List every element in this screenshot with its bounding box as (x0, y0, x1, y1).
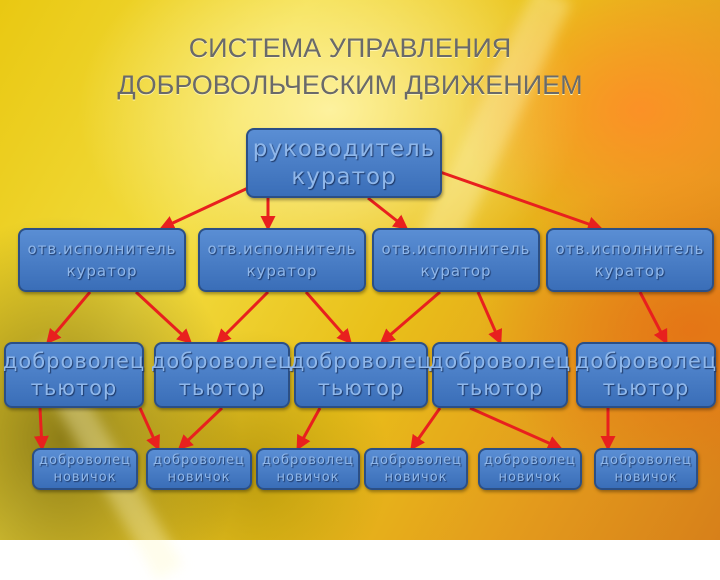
arrow (46, 291, 92, 345)
node-subrole: новичок (614, 470, 678, 485)
node-role: доброволец (262, 453, 354, 468)
node-subrole: новичок (276, 470, 340, 485)
arrow (469, 406, 563, 450)
arrow (177, 406, 224, 451)
arrow (138, 407, 160, 451)
node-newcomer-4: доброволец новичок (364, 448, 468, 490)
node-subrole: куратор (420, 262, 492, 280)
node-role: доброволец (153, 453, 245, 468)
node-tutor-5: доброволец тьютор (574, 342, 718, 408)
node-subrole: тьютор (456, 376, 544, 400)
connector-arrows (33, 170, 668, 451)
arrow (379, 290, 441, 344)
node-subrole: тьютор (30, 376, 118, 400)
node-tutor-4: доброволец тьютор (428, 342, 572, 408)
node-role: доброволец (484, 453, 576, 468)
node-subrole: куратор (594, 262, 666, 280)
arrow (159, 186, 249, 230)
node-newcomer-3: доброволец новичок (256, 448, 360, 490)
node-executive-4: отв.исполнитель куратор (546, 228, 714, 292)
arrow (476, 291, 503, 345)
arrow (296, 407, 322, 451)
node-executive-2: отв.исполнитель куратор (198, 228, 366, 292)
node-executive-1: отв.исполнитель куратор (18, 228, 186, 292)
node-subrole: тьютор (602, 376, 690, 400)
node-role: доброволец (150, 349, 294, 373)
node-newcomer-6: доброволец новичок (594, 448, 698, 490)
node-subrole: куратор (291, 164, 397, 190)
node-role: отв.исполнитель (27, 240, 177, 258)
title-line-2: ДОБРОВОЛЬЧЕСКИМ ДВИЖЕНИЕМ (117, 70, 583, 100)
title-line-1: СИСТЕМА УПРАВЛЕНИЯ (188, 33, 512, 63)
node-newcomer-2: доброволец новичок (146, 448, 252, 490)
node-executive-3: отв.исполнитель куратор (372, 228, 540, 292)
node-role: доброволец (370, 453, 462, 468)
node-role: руководитель (252, 136, 436, 162)
arrow (410, 407, 442, 451)
arrow (638, 291, 668, 345)
node-subrole: тьютор (178, 376, 266, 400)
node-subrole: новичок (498, 470, 562, 485)
node-role: доброволец (574, 349, 718, 373)
node-subrole: тьютор (317, 376, 405, 400)
node-tutor-1: доброволец тьютор (2, 342, 146, 408)
node-role: доброволец (2, 349, 146, 373)
node-root-leader: руководитель куратор (246, 128, 442, 198)
node-subrole: новичок (384, 470, 448, 485)
node-role: отв.исполнитель (555, 240, 705, 258)
node-subrole: новичок (53, 470, 117, 485)
node-role: отв.исполнитель (207, 240, 357, 258)
node-role: доброволец (428, 349, 572, 373)
arrow (134, 290, 193, 345)
node-newcomer-5: доброволец новичок (478, 448, 582, 490)
node-role: отв.исполнитель (381, 240, 531, 258)
arrow (215, 290, 270, 345)
node-role: доброволец (39, 453, 131, 468)
node-tutor-3: доброволец тьютор (290, 342, 431, 408)
node-subrole: новичок (167, 470, 231, 485)
arrow (33, 407, 49, 451)
node-subrole: куратор (66, 262, 138, 280)
arrow (439, 170, 603, 232)
node-role: доброволец (289, 349, 433, 373)
node-tutor-2: доброволец тьютор (150, 342, 294, 408)
node-newcomer-1: доброволец новичок (32, 448, 138, 490)
node-subrole: куратор (246, 262, 318, 280)
arrow (304, 291, 352, 345)
slide-title: СИСТЕМА УПРАВЛЕНИЯ ДОБРОВОЛЬЧЕСКИМ ДВИЖЕ… (0, 30, 700, 104)
arrow (367, 196, 409, 230)
node-role: доброволец (600, 453, 692, 468)
